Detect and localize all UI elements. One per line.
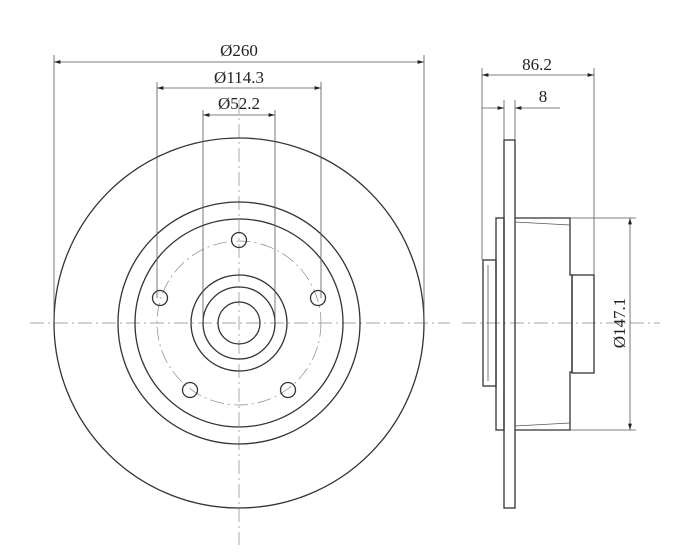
bolt-hole-5 xyxy=(151,289,169,307)
label-disc-thickness: 8 xyxy=(539,87,548,106)
bearing-boss xyxy=(571,274,595,374)
side-view: 86.2 8 Ø147.1 xyxy=(462,55,660,509)
hub-lip-inner xyxy=(482,259,497,387)
bolt-circle xyxy=(156,240,322,406)
friction-ring-inner-edge xyxy=(117,201,361,445)
label-hub-diameter: Ø147.1 xyxy=(610,298,629,349)
center-bore xyxy=(217,301,261,345)
bolt-hole-4 xyxy=(181,381,199,399)
label-center-bore-diameter: Ø52.2 xyxy=(218,94,260,113)
label-overall-height: 86.2 xyxy=(522,55,552,74)
hat-taper-top xyxy=(514,221,571,226)
bolt-hole-3 xyxy=(279,381,297,399)
hat-taper-bottom xyxy=(514,422,571,427)
label-bolt-circle-diameter: Ø114.3 xyxy=(214,68,264,87)
bolt-hole-2 xyxy=(309,289,327,307)
label-outer-diameter: Ø260 xyxy=(220,41,258,60)
hub-flange xyxy=(190,274,288,372)
front-view: Ø260 Ø114.3 Ø52.2 xyxy=(30,41,450,545)
bolt-hole-1 xyxy=(230,231,248,249)
hub-lip-outer xyxy=(495,217,505,431)
hat-section xyxy=(515,217,573,431)
disc-section xyxy=(503,139,516,509)
hat-outer-edge xyxy=(134,218,344,428)
